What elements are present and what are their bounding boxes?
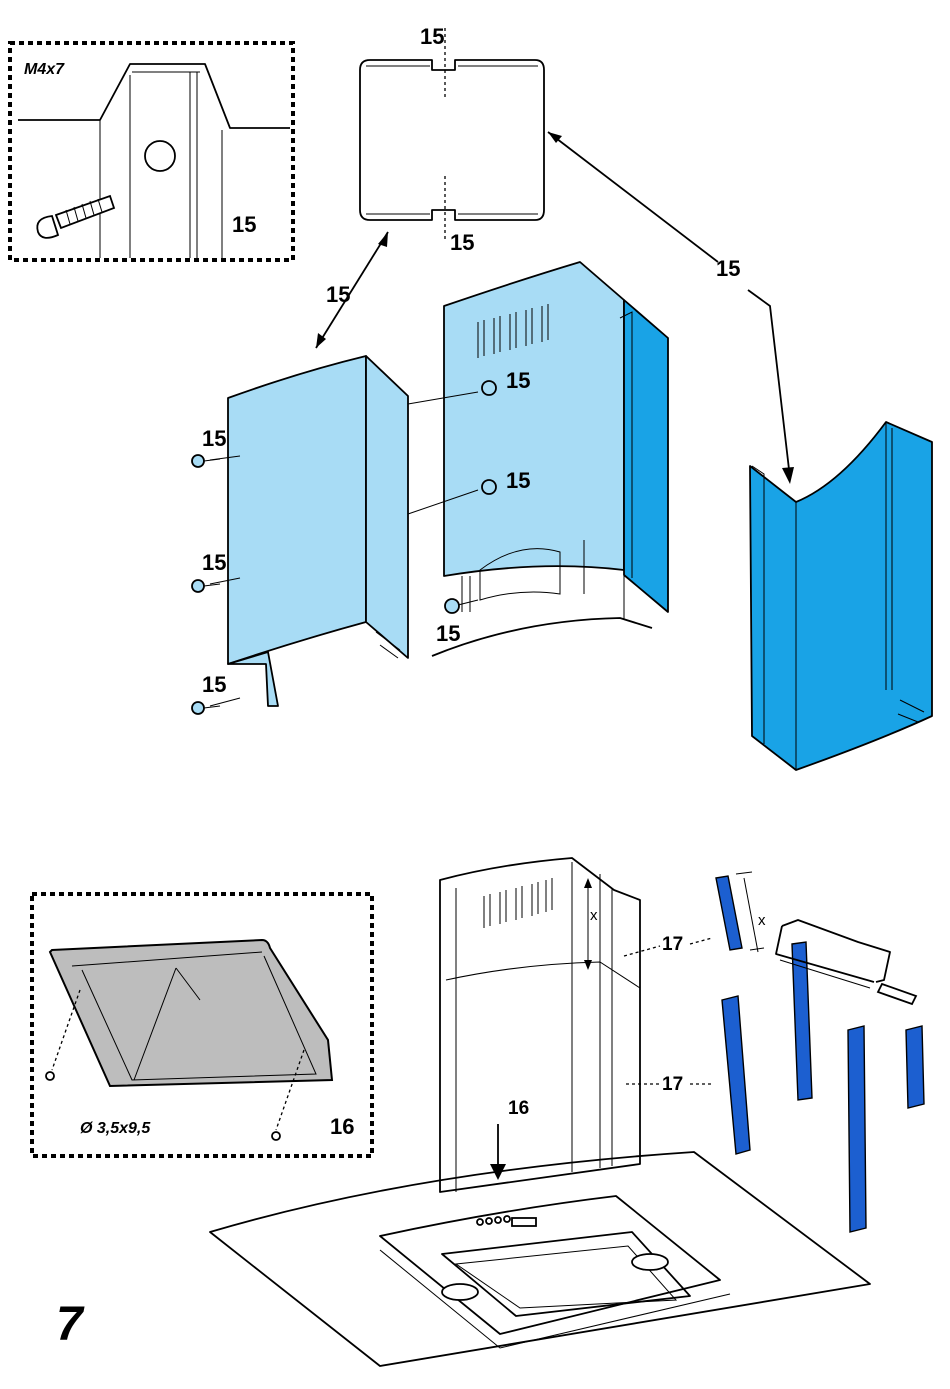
part-16-label: 16 xyxy=(508,1098,529,1119)
front-chimney-panel: 15 15 15 xyxy=(192,356,408,714)
part-15-label: 15 xyxy=(506,468,530,493)
installed-chimney: 15 15 15 xyxy=(408,262,668,656)
part-15-label: 15 xyxy=(506,368,530,393)
screw-icon xyxy=(272,1132,280,1140)
tray-detail-box: Ø 3,5x9,5 16 xyxy=(32,894,372,1156)
screw-spec-label: M4x7 xyxy=(24,61,65,78)
screw-icon xyxy=(46,1072,54,1080)
part-15-label: 15 xyxy=(436,621,460,646)
dimension-x-label: x xyxy=(758,912,766,929)
part-16-label: 16 xyxy=(330,1114,354,1139)
part-15-label: 15 xyxy=(232,212,256,237)
screw-icon xyxy=(482,480,496,494)
dimension-x-label: x xyxy=(590,907,598,924)
cooker-hood: 16 x 17 17 xyxy=(210,858,870,1366)
part-15-label: 15 xyxy=(202,550,226,575)
rear-chimney-panel xyxy=(750,422,932,770)
part-15-label: 15 xyxy=(202,672,226,697)
screw-icon xyxy=(192,455,220,467)
part-15-label: 15 xyxy=(450,230,474,255)
part-15-label: 15 xyxy=(420,24,444,49)
part-15-label: 15 xyxy=(326,282,350,307)
screw-icon xyxy=(192,580,220,592)
part-15-label: 15 xyxy=(202,426,226,451)
part-15-label: 15 xyxy=(716,256,740,281)
screw-icon xyxy=(445,599,459,613)
step-number: 7 xyxy=(56,1298,85,1351)
screw-spec-label: Ø 3,5x9,5 xyxy=(80,1120,151,1137)
screw-icon xyxy=(192,702,220,714)
screw-detail-box: M4x7 15 xyxy=(10,43,293,260)
screw-icon xyxy=(482,381,496,395)
part-17-label: 17 xyxy=(662,1074,683,1095)
bracket-bars: x xyxy=(716,872,924,1232)
vent-grille xyxy=(484,878,552,928)
part-17-label: 17 xyxy=(662,934,683,955)
screw-icon xyxy=(37,196,114,238)
chimney-cross-section: 15 15 xyxy=(360,24,544,255)
